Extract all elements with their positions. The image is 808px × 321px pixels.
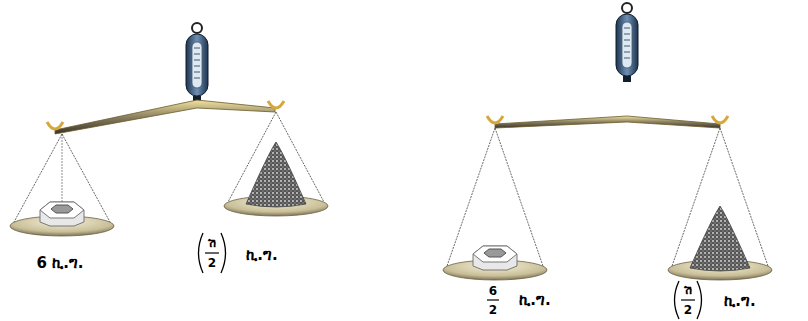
fraction-numerator: ሽ bbox=[684, 284, 692, 296]
fraction-denominator: 2 bbox=[684, 304, 692, 316]
weight-label: 6 ኪ.ግ. bbox=[36, 256, 83, 271]
fraction-denominator: 2 bbox=[208, 257, 216, 269]
unit-label: ኪ.ግ. bbox=[246, 248, 277, 263]
fraction-denominator: 2 bbox=[489, 304, 497, 316]
fraction-numerator: 6 bbox=[489, 285, 497, 297]
unit-label: ኪ.ግ. bbox=[519, 293, 550, 308]
fraction-numerator: ሽ bbox=[208, 237, 216, 249]
unit-label: ኪ.ግ. bbox=[724, 294, 755, 309]
